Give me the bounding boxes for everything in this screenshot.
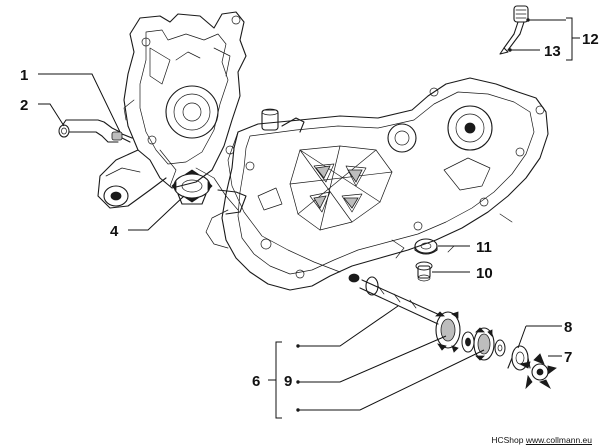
callout-2: 2 — [20, 97, 28, 114]
part-2-tube — [58, 119, 121, 143]
part-7-impeller — [518, 353, 557, 390]
callout-9: 9 — [284, 373, 292, 390]
callout-8: 8 — [564, 319, 572, 336]
leader-dots — [296, 18, 530, 412]
left-crankcase-half — [97, 11, 247, 209]
callout-6: 6 — [252, 373, 260, 390]
footer-shop: HCShop — [491, 435, 524, 445]
callout-7: 7 — [564, 349, 572, 366]
part-4-gear — [171, 167, 247, 215]
footer-credit: HCShop www.collmann.eu — [491, 435, 592, 445]
callout-13: 13 — [544, 43, 561, 60]
gasket-line — [227, 131, 341, 273]
part-10-plug — [415, 261, 433, 282]
part-11-nut — [414, 238, 438, 255]
part-12-13-dipstick — [499, 5, 529, 55]
right-crankcase-half — [205, 77, 549, 291]
callout-10: 10 — [476, 265, 493, 282]
callout-4: 4 — [110, 223, 119, 240]
part-6-shaft-assembly — [348, 273, 506, 361]
part-1-fitting — [111, 131, 133, 143]
callout-12: 12 — [582, 31, 599, 48]
leader-lines — [38, 17, 580, 419]
footer-site-link[interactable]: www.collmann.eu — [525, 435, 592, 445]
callout-1: 1 — [20, 67, 28, 84]
callout-11: 11 — [476, 239, 492, 256]
